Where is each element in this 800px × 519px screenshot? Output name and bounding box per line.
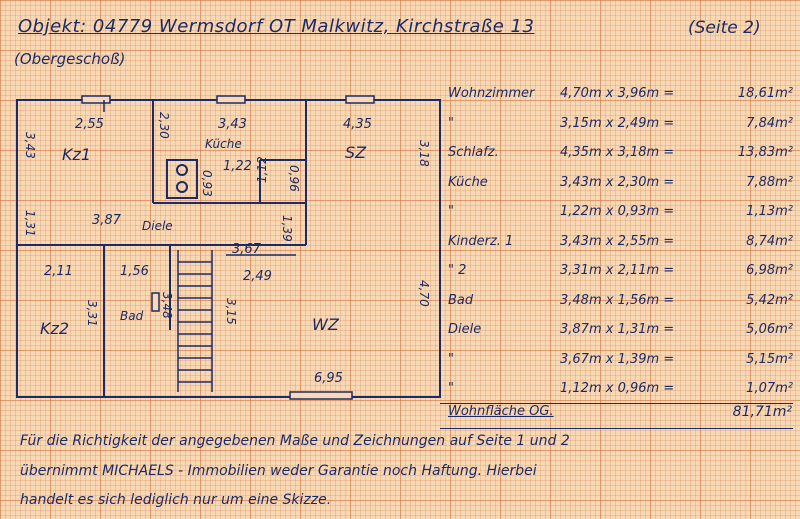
area-calc: 3,15m x 2,49m = (560, 115, 675, 131)
area-result: 7,88m² (746, 174, 793, 190)
area-result: 5,06m² (746, 322, 793, 337)
area-result: 1,13m² (746, 204, 793, 219)
dim-label: 2,11 (44, 264, 73, 279)
area-room: Schlafz. (448, 145, 499, 160)
area-room: " (448, 351, 454, 367)
area-row: Diele 3,87m x 1,31m = 5,06m² (448, 318, 793, 344)
area-room: Wohnzimmer (448, 86, 535, 101)
dim-label: 6,95 (314, 371, 343, 386)
area-row: Kinderz. 1 3,43m x 2,55m = 8,74m² (448, 230, 793, 256)
dim-label: 3,18 (417, 140, 431, 167)
window (289, 391, 353, 400)
dim-label: 0,93 (200, 170, 214, 197)
area-calc: 3,48m x 1,56m = (560, 292, 675, 308)
footnote-line: handelt es sich lediglich nur um eine Sk… (20, 492, 332, 508)
floor-subtitle: (Obergeschoß) (14, 50, 126, 68)
divider (440, 428, 793, 429)
area-row: " 3,67m x 1,39m = 5,15m² (448, 348, 793, 374)
footnote-line: Für die Richtigkeit der angegebenen Maße… (20, 433, 570, 449)
dim-label: 2,30 (157, 112, 171, 139)
area-row: Wohnzimmer 4,70m x 3,96m = 18,61m² (448, 82, 793, 108)
area-row: Schlafz. 4,35m x 3,18m = 13,83m² (448, 141, 793, 167)
area-result: 13,83m² (737, 145, 793, 160)
area-result: 5,15m² (746, 351, 793, 367)
area-calc: 1,22m x 0,93m = (560, 204, 675, 219)
window (345, 95, 375, 104)
area-row: " 1,22m x 0,93m = 1,13m² (448, 200, 793, 226)
dim-label: 1,31 (23, 210, 37, 237)
page-number: (Seite 2) (688, 18, 761, 38)
area-calc: 3,31m x 2,11m = (560, 263, 675, 278)
area-calc: 4,70m x 3,96m = (560, 86, 675, 101)
area-calc: 4,35m x 3,18m = (560, 145, 675, 160)
room-sz: SZ (345, 143, 367, 162)
dim-label: 3,15 (224, 298, 238, 325)
area-row: " 1,12m x 0,96m = 1,07m² (448, 377, 793, 403)
area-row: " 2 3,31m x 2,11m = 6,98m² (448, 259, 793, 285)
window (151, 292, 160, 312)
area-result: 7,84m² (746, 115, 793, 131)
dim-label: 3,43 (23, 132, 37, 159)
area-calc: 1,12m x 0,96m = (560, 381, 675, 396)
area-room: Bad (448, 292, 474, 308)
dim-label: 4,35 (343, 117, 372, 132)
area-row: Bad 3,48m x 1,56m = 5,42m² (448, 289, 793, 315)
dim-label: 1,39 (280, 215, 294, 242)
area-row: Küche 3,43m x 2,30m = 7,88m² (448, 171, 793, 197)
room-wz: WZ (312, 315, 340, 334)
area-result: 1,07m² (746, 381, 793, 396)
total-label: Wohnfläche OG. (448, 404, 554, 419)
area-room: " (448, 381, 454, 396)
dim-label: 0,96 (287, 165, 301, 192)
dim-label: 2,49 (243, 269, 272, 284)
stove (166, 159, 198, 199)
area-row: " 3,15m x 2,49m = 7,84m² (448, 112, 793, 138)
dim-label: 1,56 (120, 264, 149, 279)
dim-label: 3,48 (160, 292, 174, 319)
area-calc: 3,67m x 1,39m = (560, 351, 675, 367)
dim-label: 3,31 (85, 300, 99, 327)
dim-label: 3,43 (218, 117, 247, 132)
footnote-line: übernimmt MICHAELS - Immobilien weder Ga… (20, 463, 537, 479)
area-calc: 3,87m x 1,31m = (560, 322, 675, 337)
area-room: Diele (448, 322, 482, 337)
area-room: Kinderz. 1 (448, 233, 514, 249)
area-calc: 3,43m x 2,30m = (560, 174, 675, 190)
dim-label: 2,55 (75, 117, 104, 132)
room-diele: Diele (142, 219, 173, 233)
area-room: " (448, 204, 454, 219)
page-title: Objekt: 04779 Wermsdorf OT Malkwitz, Kir… (18, 16, 535, 37)
room-kz2: Kz2 (40, 319, 69, 338)
dim-label: 4,70 (417, 280, 431, 307)
area-result: 18,61m² (737, 86, 793, 101)
area-room: " 2 (448, 263, 467, 278)
room-kueche: Küche (205, 137, 242, 151)
area-result: 5,42m² (746, 292, 793, 308)
divider (440, 403, 793, 404)
dim-label: 3,67 (232, 242, 262, 257)
room-bad: Bad (120, 309, 144, 323)
dim-label: 1,12 (255, 156, 269, 183)
area-room: " (448, 115, 454, 131)
room-kz1: Kz1 (62, 145, 91, 164)
area-result: 6,98m² (746, 263, 793, 278)
window (81, 95, 111, 104)
total-value: 81,71m² (732, 404, 792, 420)
window (216, 95, 246, 104)
area-result: 8,74m² (746, 233, 793, 249)
area-calc: 3,43m x 2,55m = (560, 233, 675, 249)
dim-label: 3,87 (92, 213, 122, 228)
area-room: Küche (448, 174, 488, 190)
dim-label: 1,22 (223, 159, 252, 174)
